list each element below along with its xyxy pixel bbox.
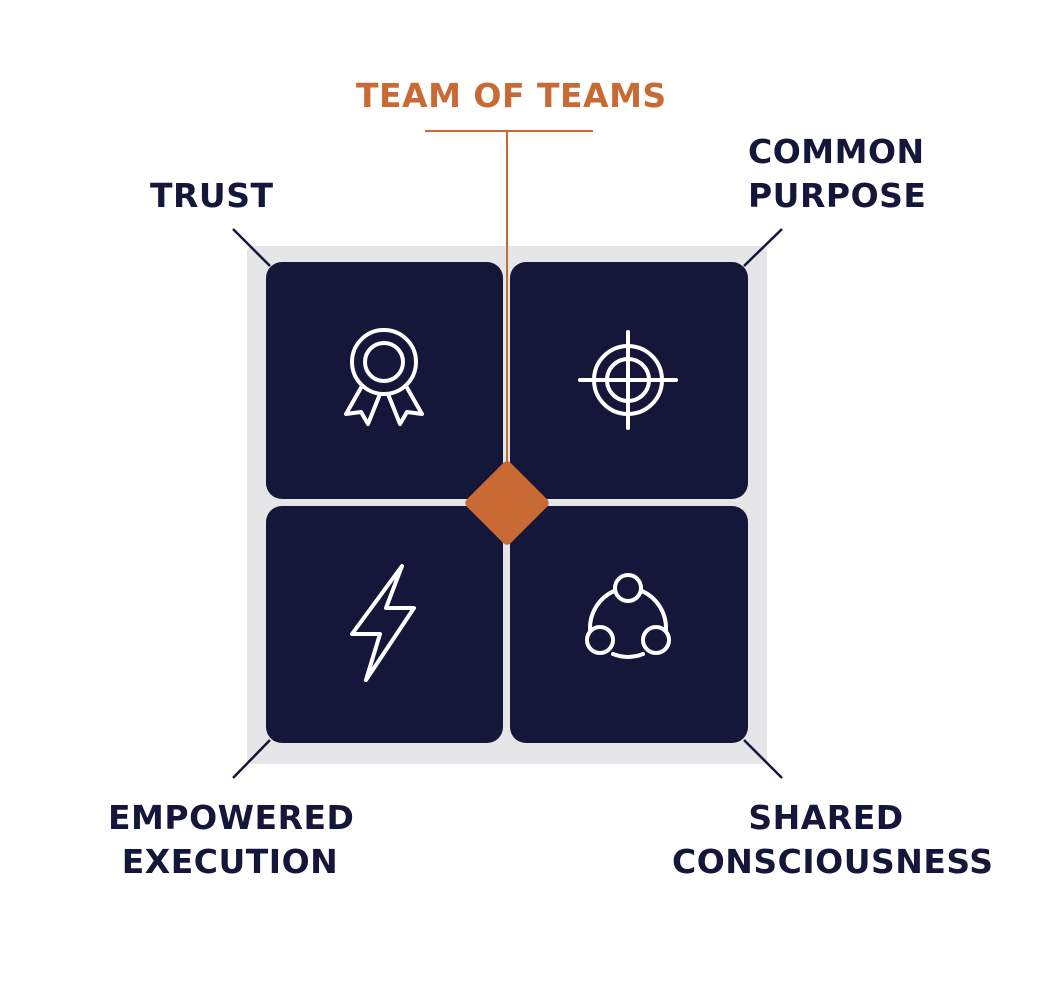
award-ribbon-icon [344, 328, 424, 426]
label-common-purpose: COMMON PURPOSE [748, 130, 926, 218]
lightning-bolt-icon [350, 564, 416, 682]
label-trust-line-1: TRUST [150, 176, 274, 215]
connector-shared-consciousness [743, 739, 783, 779]
tile-empowered-execution [266, 506, 503, 743]
label-shared-consciousness-line-2: CONSCIOUSNESS [672, 842, 994, 881]
label-empowered-execution-line-1: EMPOWERED [108, 798, 355, 837]
label-common-purpose-line-1: COMMON [748, 132, 925, 171]
label-common-purpose-line-2: PURPOSE [748, 176, 927, 215]
label-empowered-execution: EMPOWERED EXECUTION [108, 796, 355, 884]
label-shared-consciousness-line-1: SHARED [748, 798, 904, 837]
center-diamond [465, 461, 549, 545]
connector-empowered-execution [232, 739, 271, 779]
tile-shared-consciousness [510, 506, 748, 743]
connector-trust [232, 228, 271, 267]
target-crosshair-icon [578, 330, 678, 430]
diagram-title: TEAM OF TEAMS [356, 76, 667, 115]
label-shared-consciousness: SHARED CONSCIOUSNESS [672, 796, 994, 884]
label-empowered-execution-line-2: EXECUTION [121, 842, 339, 881]
label-trust: TRUST [150, 174, 274, 218]
network-cycle-icon [585, 573, 671, 659]
connector-common-purpose [743, 228, 783, 267]
